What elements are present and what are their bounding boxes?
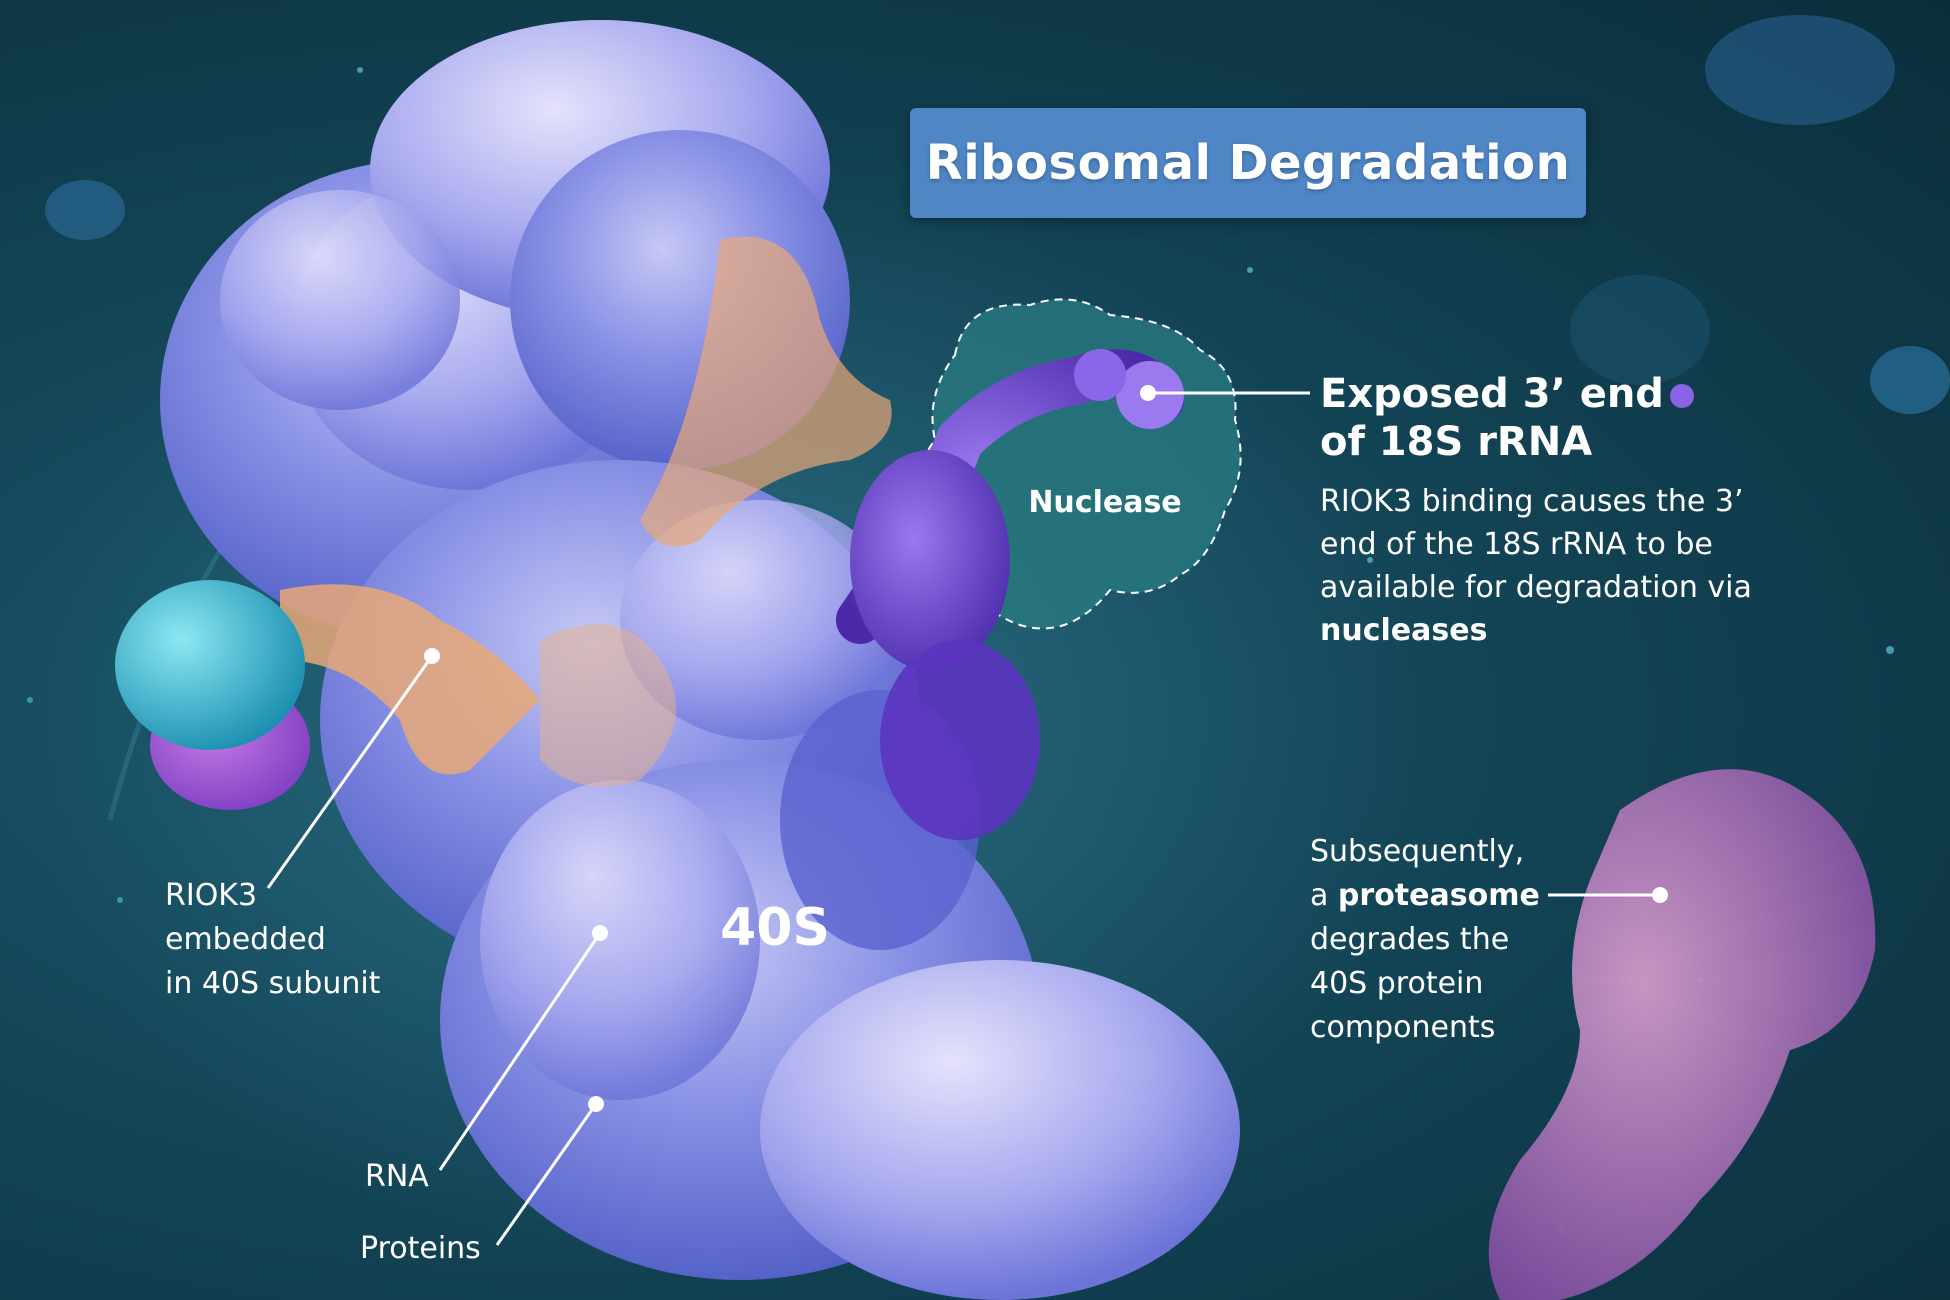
rna-marker	[592, 925, 608, 941]
exposed-end-callout: Exposed 3’ end of 18S rRNA RIOK3 binding…	[1320, 370, 1800, 652]
exposed-end-heading: Exposed 3’ end	[1320, 370, 1800, 418]
riok3-callout-line1: RIOK3	[165, 878, 258, 913]
proteasome-callout-line1: Subsequently,	[1310, 834, 1525, 869]
proteasome-callout-line4: 40S protein	[1310, 966, 1484, 1001]
riok3-leader	[266, 655, 434, 889]
exposed-end-marker	[1140, 385, 1156, 401]
rna-callout: RNA	[365, 1159, 429, 1194]
riok3-protein	[280, 236, 892, 787]
rrna-color-dot	[1669, 384, 1694, 408]
proteasome-callout-line3: degrades the	[1310, 922, 1510, 957]
ribosome-40s	[160, 20, 1240, 1300]
proteasome-callout-prefix: a	[1310, 878, 1338, 913]
rna-leader	[438, 932, 602, 1171]
rrna-strand	[836, 349, 1184, 840]
riok3-callout: RIOK3 embedded in 40S subunit	[165, 874, 380, 1006]
exposed-end-heading-line2: of 18S rRNA	[1320, 419, 1593, 465]
riok3-callout-line2: embedded	[165, 922, 326, 957]
proteasome-callout-line2: a proteasome	[1310, 874, 1540, 918]
subunit-label: 40S	[720, 898, 830, 958]
proteasome	[1488, 769, 1876, 1300]
nuclease-label: Nuclease	[1028, 485, 1182, 520]
exposed-end-description-text: RIOK3 binding causes the 3’ end of the 1…	[1320, 484, 1752, 605]
title-box: Ribosomal Degradation	[910, 108, 1586, 218]
exposed-end-heading-line1: Exposed 3’ end	[1320, 371, 1664, 417]
leader-dots	[424, 385, 1668, 1112]
nucleases-bold: nucleases	[1320, 613, 1488, 648]
proteasome-callout-line5: components	[1310, 1010, 1496, 1045]
riok3-callout-line3: in 40S subunit	[165, 966, 381, 1001]
proteins-marker	[588, 1096, 604, 1112]
proteins-leader	[495, 1103, 598, 1246]
exposed-end-description: RIOK3 binding causes the 3’ end of the 1…	[1320, 480, 1800, 652]
riok3-cyan-domain	[115, 580, 310, 810]
leader-lines	[266, 391, 1660, 1246]
proteins-callout: Proteins	[360, 1231, 481, 1266]
proteasome-callout: Subsequently, a proteasome degrades the …	[1310, 830, 1540, 1050]
proteasome-marker	[1652, 887, 1668, 903]
proteasome-bold: proteasome	[1337, 878, 1540, 913]
page-title: Ribosomal Degradation	[925, 135, 1571, 191]
riok3-marker	[424, 648, 440, 664]
